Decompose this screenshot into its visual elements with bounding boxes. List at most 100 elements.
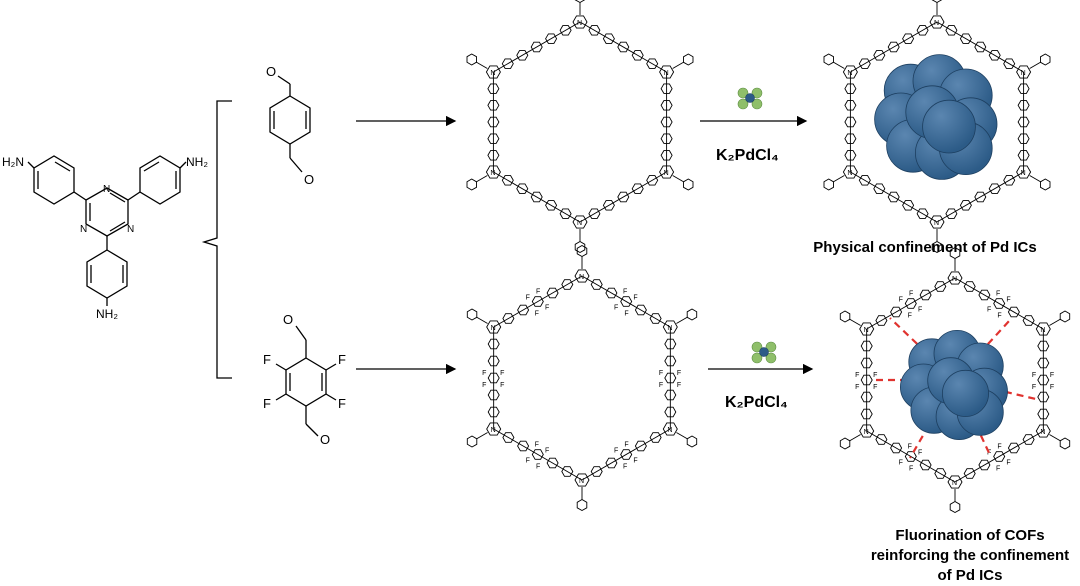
svg-text:F: F <box>623 289 627 296</box>
svg-text:F: F <box>500 370 504 377</box>
svg-text:F: F <box>987 306 991 313</box>
svg-text:N: N <box>579 274 584 281</box>
cof-framework-top: N N N N N N <box>466 0 694 254</box>
pdcl4-cluster-icon <box>751 341 777 364</box>
svg-text:N: N <box>1021 70 1026 77</box>
svg-text:N: N <box>864 429 869 436</box>
svg-text:N: N <box>491 427 496 434</box>
oxygen-top-1: O <box>266 64 276 79</box>
svg-text:F: F <box>500 382 504 389</box>
svg-text:F: F <box>873 384 877 391</box>
amine-left-label: H₂N <box>2 155 24 169</box>
reagent-label-bottom: K₂PdCl₄ <box>725 394 788 411</box>
oxygen-bottom-1: O <box>283 312 293 327</box>
oxygen-bottom-2: O <box>320 432 330 447</box>
svg-text:F: F <box>677 370 681 377</box>
pd-sphere-cluster-icon <box>900 329 1008 440</box>
svg-text:F: F <box>1006 459 1010 466</box>
svg-text:N: N <box>490 70 495 77</box>
svg-text:N: N <box>952 480 957 487</box>
svg-text:F: F <box>633 295 637 302</box>
svg-text:N: N <box>491 325 496 332</box>
triazine-n-3: N <box>127 224 134 235</box>
svg-text:F: F <box>908 444 912 451</box>
svg-text:F: F <box>536 463 540 470</box>
svg-text:F: F <box>1050 372 1054 379</box>
svg-text:N: N <box>1021 170 1026 177</box>
svg-text:F: F <box>987 450 991 457</box>
triazine-monomer <box>27 155 187 306</box>
svg-text:F: F <box>482 370 486 377</box>
svg-text:F: F <box>873 372 877 379</box>
amine-right-label: NH₂ <box>186 155 208 169</box>
reagent-label-top: K₂PdCl₄ <box>716 147 779 164</box>
svg-text:F: F <box>1050 384 1054 391</box>
svg-text:F: F <box>899 297 903 304</box>
svg-text:N: N <box>952 276 957 283</box>
svg-text:F: F <box>677 382 681 389</box>
svg-text:F: F <box>997 312 1001 319</box>
svg-text:F: F <box>536 289 540 296</box>
svg-text:N: N <box>664 70 669 77</box>
svg-text:F: F <box>996 465 1000 472</box>
svg-text:N: N <box>847 170 852 177</box>
svg-text:F: F <box>855 372 859 379</box>
pd-sphere-cluster-icon <box>874 54 998 180</box>
svg-text:F: F <box>623 463 627 470</box>
svg-text:N: N <box>667 427 672 434</box>
reaction-brace <box>201 100 232 379</box>
triazine-n-1: N <box>103 184 110 195</box>
svg-text:N: N <box>1040 429 1045 436</box>
svg-text:F: F <box>997 444 1001 451</box>
f-pd-interaction-lines <box>875 317 1041 459</box>
amine-bottom-label: NH₂ <box>96 307 118 321</box>
svg-text:N: N <box>490 170 495 177</box>
svg-text:F: F <box>545 304 549 311</box>
caption-bottom-line3: of Pd ICs <box>937 567 1002 584</box>
svg-text:F: F <box>1032 372 1036 379</box>
svg-text:N: N <box>579 478 584 485</box>
svg-text:F: F <box>659 370 663 377</box>
svg-text:N: N <box>847 70 852 77</box>
svg-text:F: F <box>1032 384 1036 391</box>
svg-text:F: F <box>624 310 628 317</box>
svg-text:N: N <box>934 220 939 227</box>
svg-text:F: F <box>909 465 913 472</box>
terephthalaldehyde <box>269 75 311 173</box>
svg-text:N: N <box>664 170 669 177</box>
svg-text:F: F <box>918 306 922 313</box>
svg-text:N: N <box>577 220 582 227</box>
fluorine-3: F <box>263 396 271 411</box>
oxygen-top-2: O <box>304 172 314 187</box>
cof-framework-top-pd: N N N N N N <box>823 0 1051 254</box>
svg-text:F: F <box>908 312 912 319</box>
svg-text:F: F <box>535 310 539 317</box>
svg-text:F: F <box>855 384 859 391</box>
svg-text:F: F <box>614 304 618 311</box>
fluorine-2: F <box>338 352 346 367</box>
svg-text:F: F <box>996 291 1000 298</box>
pdcl4-cluster-icon <box>737 87 763 110</box>
svg-text:N: N <box>1040 327 1045 334</box>
svg-text:N: N <box>864 327 869 334</box>
triazine-n-2: N <box>80 224 87 235</box>
svg-text:F: F <box>526 295 530 302</box>
svg-text:F: F <box>526 457 530 464</box>
svg-text:F: F <box>624 442 628 449</box>
svg-text:F: F <box>482 382 486 389</box>
svg-text:N: N <box>577 20 582 27</box>
fluorine-4: F <box>338 396 346 411</box>
fluorine-1: F <box>263 352 271 367</box>
svg-text:F: F <box>614 448 618 455</box>
svg-text:F: F <box>535 442 539 449</box>
svg-text:N: N <box>667 325 672 332</box>
svg-text:N: N <box>934 20 939 27</box>
caption-bottom-line2: reinforcing the confinement <box>871 547 1069 564</box>
svg-text:F: F <box>909 291 913 298</box>
svg-text:F: F <box>633 457 637 464</box>
svg-text:F: F <box>545 448 549 455</box>
caption-top: Physical confinement of Pd ICs <box>813 239 1036 256</box>
